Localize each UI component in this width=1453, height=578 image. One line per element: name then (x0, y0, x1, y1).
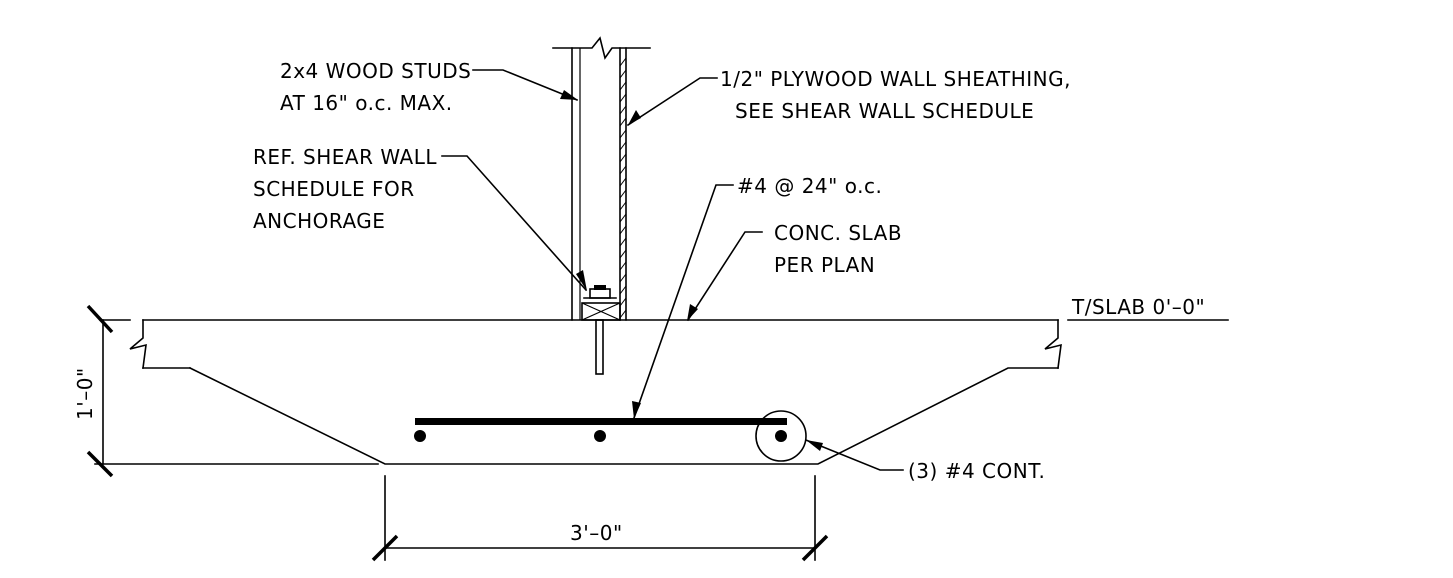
anchorage-label-line2: SCHEDULE FOR (253, 177, 415, 201)
rebar (414, 410, 807, 462)
plywood-sheathing-hatch (619, 57, 627, 319)
wood-stud-wall (552, 36, 651, 321)
studs-label-line1: 2x4 WOOD STUDS (280, 59, 471, 83)
bottom-plate (581, 302, 621, 321)
top-rebar-bar (415, 418, 787, 425)
concrete-slab (94, 319, 1062, 465)
sheathing-label-line1: 1/2" PLYWOOD WALL SHEATHING, (720, 67, 1071, 91)
slab-elevation-label: T/SLAB 0'–0" (1071, 295, 1205, 319)
width-dimension (371, 475, 829, 562)
studs-label-line2: AT 16" o.c. MAX. (280, 91, 453, 115)
arrowheads (560, 90, 823, 451)
anchor-bolt (583, 285, 617, 375)
bottom-bars-label: (3) #4 CONT. (908, 459, 1045, 483)
top-rebar-label: #4 @ 24" o.c. (737, 174, 882, 198)
width-dimension-label: 3'–0" (570, 521, 623, 545)
depth-dimension (86, 304, 131, 478)
slab-label-line1: CONC. SLAB (774, 221, 902, 245)
sheathing-label-line2: SEE SHEAR WALL SCHEDULE (735, 99, 1034, 123)
anchorage-label-line1: REF. SHEAR WALL (253, 145, 437, 169)
slab-label-line2: PER PLAN (774, 253, 875, 277)
rebar-dot (594, 430, 606, 442)
depth-dimension-label: 1'–0" (73, 367, 97, 420)
leaders (441, 69, 1229, 471)
rebar-callout-circle (755, 410, 807, 462)
rebar-dot (414, 430, 426, 442)
rebar-dot (775, 430, 787, 442)
anchorage-label-line3: ANCHORAGE (253, 209, 385, 233)
